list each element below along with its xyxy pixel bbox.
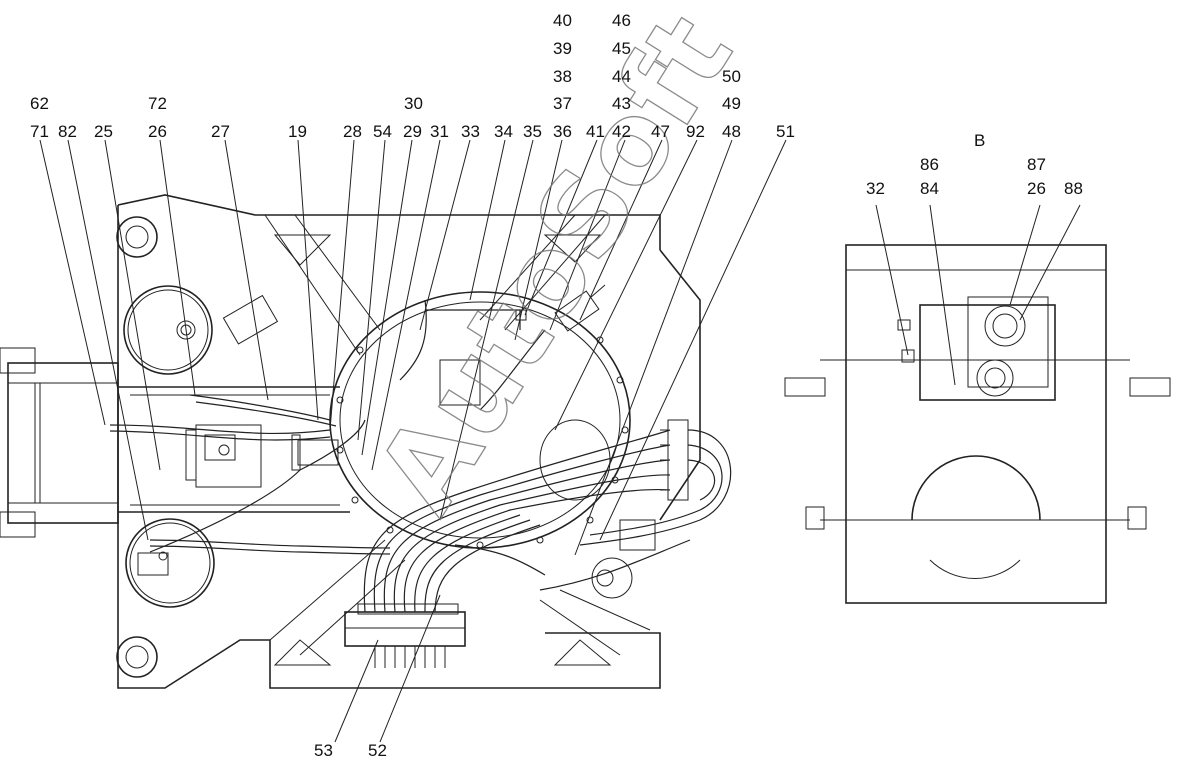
callout-b-88: 88 [1064,179,1083,198]
lower-tank [125,518,215,608]
upper-tank [123,285,279,375]
callout-43: 43 [612,94,631,113]
callout-28: 28 [343,122,362,141]
callout-labels: 40 46 39 45 38 44 50 62 72 30 37 43 49 7… [30,11,1083,760]
callout-92: 92 [686,122,705,141]
callout-72: 72 [148,94,167,113]
callout-39: 39 [553,39,572,58]
callout-44: 44 [612,67,631,86]
callout-50: 50 [722,67,741,86]
distributor-block [344,603,466,668]
leader-lines [39,139,787,743]
pivot-bosses [116,216,158,678]
callout-26: 26 [148,122,167,141]
callout-b-84: 84 [920,179,939,198]
callout-35: 35 [523,122,542,141]
callout-38: 38 [553,67,572,86]
callout-82: 82 [58,122,77,141]
hydraulic-hoses [109,299,732,613]
callout-25: 25 [94,122,113,141]
callout-53: 53 [314,741,333,760]
callout-b-32: 32 [866,179,885,198]
top-valve [515,284,606,332]
callout-b-86: 86 [920,155,939,174]
callout-42: 42 [612,122,631,141]
callout-27: 27 [211,122,230,141]
callout-19: 19 [288,122,307,141]
callout-b-87: 87 [1027,155,1046,174]
view-b-title: B [974,131,985,150]
rear-housing [591,249,701,599]
callout-41: 41 [586,122,605,141]
callout-46: 46 [612,11,631,30]
callout-47: 47 [651,122,670,141]
callout-33: 33 [461,122,480,141]
left-frame-rails [0,347,119,538]
callout-49: 49 [722,94,741,113]
view-b [784,204,1171,604]
callout-30: 30 [404,94,423,113]
callout-45: 45 [612,39,631,58]
callout-52: 52 [368,741,387,760]
pump-unit [185,424,339,488]
callout-36: 36 [553,122,572,141]
callout-b-26: 26 [1027,179,1046,198]
callout-71: 71 [30,122,49,141]
main-view: AutoSoft [0,0,787,743]
callout-48: 48 [722,122,741,141]
callout-40: 40 [553,11,572,30]
callout-29: 29 [403,122,422,141]
callout-31: 31 [430,122,449,141]
callout-37: 37 [553,94,572,113]
callout-34: 34 [494,122,513,141]
callout-51: 51 [776,122,795,141]
callout-54: 54 [373,122,392,141]
callout-62: 62 [30,94,49,113]
